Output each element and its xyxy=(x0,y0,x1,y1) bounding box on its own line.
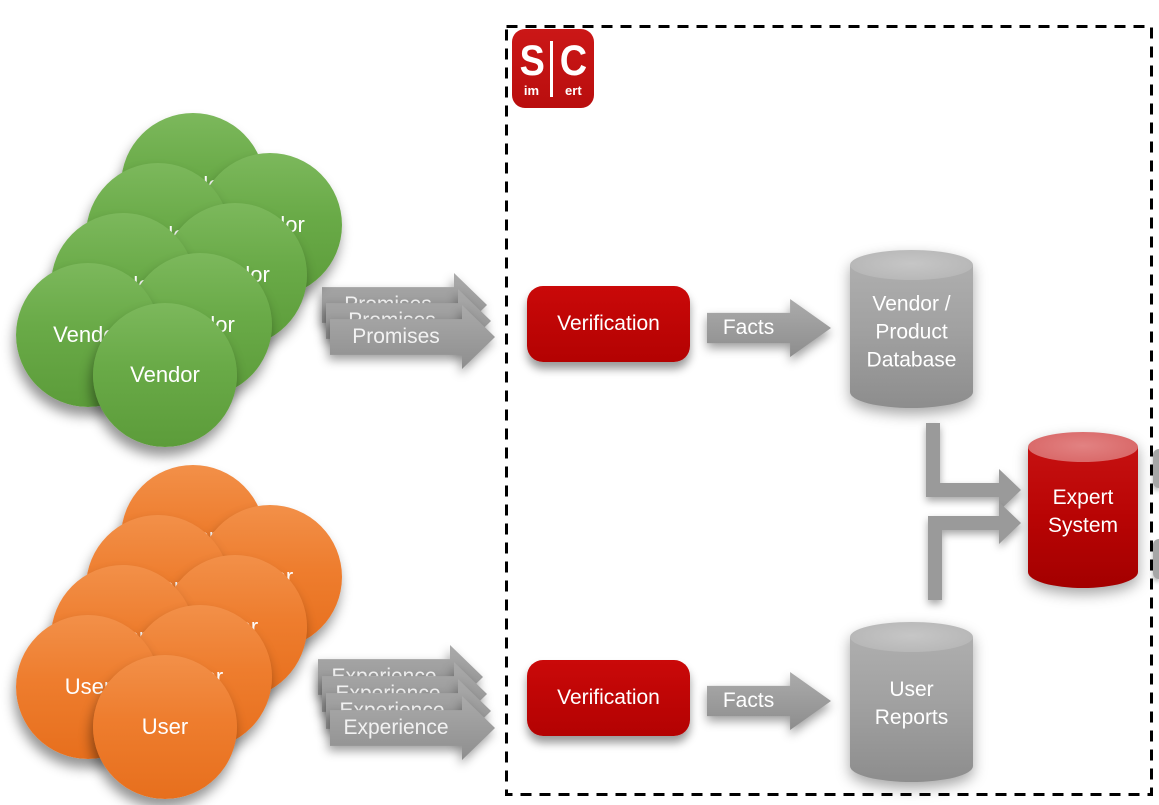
right-edge-fragment-bottom xyxy=(1153,539,1159,579)
user-reports-label: User Reports xyxy=(850,676,973,732)
user-reports-top xyxy=(850,622,973,652)
facts-arrow-top: Facts xyxy=(707,299,831,357)
vendor-db-label: Vendor / Product Database xyxy=(850,290,973,374)
verification-box-bottom: Verification xyxy=(527,660,690,736)
user-reports-line-1: User xyxy=(889,678,934,702)
vendor-db-body xyxy=(850,265,973,408)
vendor-db-to-expert-system-arrow xyxy=(926,423,1022,513)
elbow-top-horizontal-bar xyxy=(926,483,1001,497)
vendor-circle: Vendor xyxy=(93,303,237,447)
logo-letter-c: C xyxy=(560,37,587,85)
promises-arrow-label: Promises xyxy=(352,325,440,348)
expert-system-body xyxy=(1028,447,1138,588)
user-reports-body xyxy=(850,637,973,782)
right-edge-fragment-top xyxy=(1153,449,1159,488)
elbow-top-arrowhead xyxy=(999,469,1021,511)
logo-divider xyxy=(550,40,554,97)
elbow-bottom-arrowhead xyxy=(999,502,1021,544)
vendor-product-database-cylinder: Vendor / Product Database xyxy=(850,250,973,408)
facts-arrow-bottom-label: Facts xyxy=(722,689,775,712)
logo-text-im: im xyxy=(523,83,540,98)
logo-right-column: C ert xyxy=(558,37,588,98)
user-circle: User xyxy=(93,655,237,799)
promises-arrow: Promises xyxy=(330,305,495,369)
user-reports-cylinder: User Reports xyxy=(850,622,973,782)
experience-arrow: Experience xyxy=(330,696,495,760)
vendor-circle-label: Vendor xyxy=(130,362,200,387)
vendor-db-top xyxy=(850,250,973,280)
facts-arrow-bottom: Facts xyxy=(707,672,831,730)
logo-text-ert: ert xyxy=(565,83,582,98)
elbow-bottom-vertical-bar xyxy=(928,516,942,600)
vendor-db-line-1: Vendor / xyxy=(872,292,951,316)
user-circle-label: User xyxy=(141,714,189,739)
facts-arrow-top-label: Facts xyxy=(722,316,775,339)
expert-system-cylinder: Expert System xyxy=(1028,432,1138,588)
expert-system-label: Expert System xyxy=(1028,484,1138,540)
expert-system-line-2: System xyxy=(1047,514,1118,538)
experience-arrow-label: Experience xyxy=(343,716,449,739)
vendor-db-line-3: Database xyxy=(866,348,957,372)
system-boundary-box xyxy=(505,25,1153,796)
logo-left-column: S im xyxy=(518,37,546,98)
user-reports-line-2: Reports xyxy=(874,706,949,730)
expert-system-line-1: Expert xyxy=(1052,486,1114,510)
system-boundary-rect xyxy=(505,25,1153,796)
user-reports-to-expert-system-arrow xyxy=(928,498,1023,602)
vendor-db-line-2: Product xyxy=(875,320,948,344)
elbow-top-vertical-bar xyxy=(926,423,940,497)
verification-box-top: Verification xyxy=(527,286,690,362)
simcert-logo: S im C ert xyxy=(512,29,594,108)
verification-box-top-label: Verification xyxy=(557,312,660,335)
logo-letter-s: S xyxy=(519,37,544,85)
expert-system-top xyxy=(1028,432,1138,462)
elbow-bottom-horizontal-bar xyxy=(928,516,1001,530)
verification-box-bottom-label: Verification xyxy=(557,686,660,709)
